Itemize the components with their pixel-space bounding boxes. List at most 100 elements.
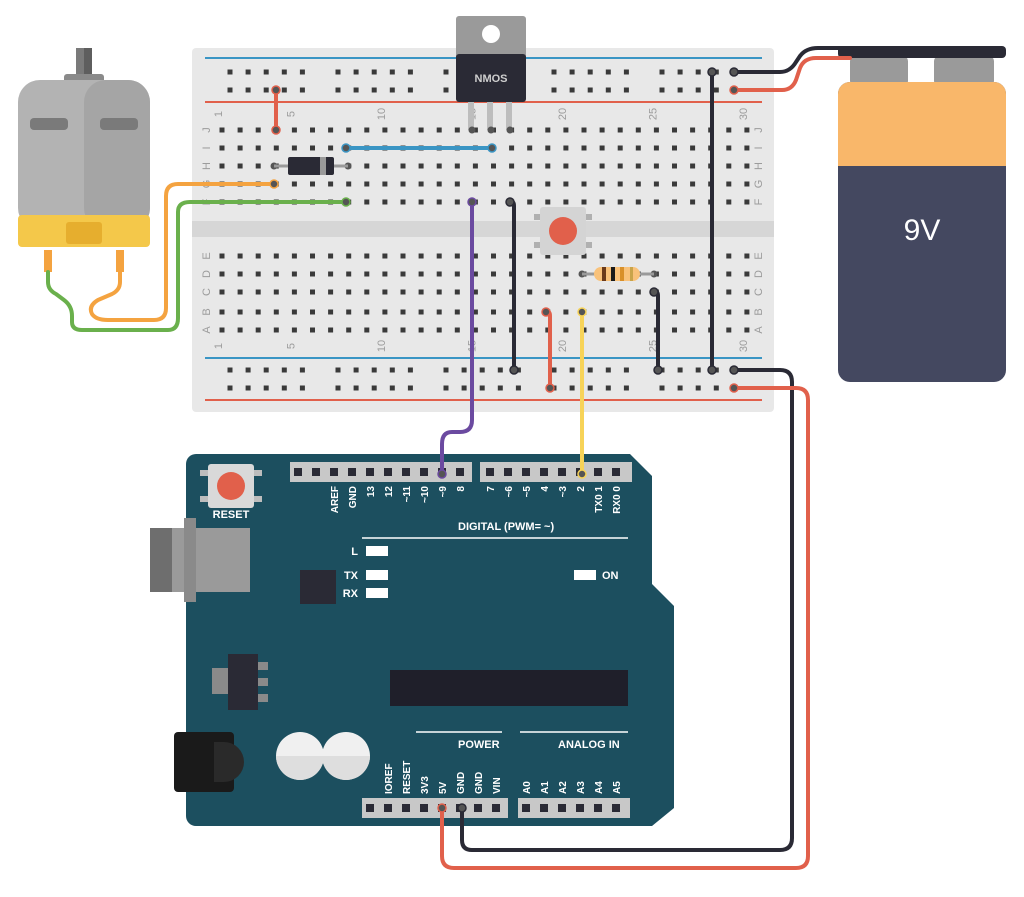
digital-pin-label: ~9 bbox=[438, 486, 449, 498]
breadboard-hole bbox=[690, 127, 696, 133]
diode-body bbox=[288, 157, 334, 175]
header-pin[interactable] bbox=[612, 804, 620, 812]
reset-button[interactable] bbox=[200, 464, 262, 508]
header-pin[interactable] bbox=[576, 804, 584, 812]
power-header bbox=[362, 798, 508, 818]
breadboard-rail-hole bbox=[677, 87, 683, 93]
breadboard-rail-hole bbox=[623, 385, 629, 391]
header-pin[interactable] bbox=[366, 468, 374, 476]
push-button-pin bbox=[534, 214, 540, 220]
breadboard-hole bbox=[491, 253, 496, 259]
header-pin[interactable] bbox=[420, 468, 428, 476]
wire-end bbox=[271, 85, 281, 95]
wire-end bbox=[577, 307, 587, 317]
breadboard-hole bbox=[382, 181, 388, 187]
breadboard-hole bbox=[255, 127, 261, 133]
breadboard-hole bbox=[418, 127, 424, 133]
header-pin[interactable] bbox=[384, 804, 392, 812]
header-pin[interactable] bbox=[594, 468, 602, 476]
breadboard-hole bbox=[491, 309, 496, 315]
breadboard-rail-hole bbox=[245, 385, 251, 391]
resistor-body bbox=[594, 267, 640, 281]
breadboard-rail-hole bbox=[227, 87, 233, 93]
usb-chip bbox=[300, 570, 336, 604]
header-pin[interactable] bbox=[474, 804, 482, 812]
wire-motor-orange bbox=[88, 182, 276, 322]
header-pin[interactable] bbox=[594, 804, 602, 812]
breadboard-hole bbox=[726, 181, 732, 187]
breadboard-hole bbox=[291, 181, 297, 187]
reset-button-cap[interactable] bbox=[217, 472, 245, 500]
breadboard-hole bbox=[328, 309, 334, 315]
breadboard-hole bbox=[726, 145, 732, 151]
header-pin[interactable] bbox=[540, 804, 548, 812]
breadboard-rail-hole bbox=[299, 69, 305, 75]
breadboard-rail-hole bbox=[335, 367, 341, 373]
header-pin[interactable] bbox=[558, 468, 566, 476]
header-pin[interactable] bbox=[366, 804, 374, 812]
header-pin[interactable] bbox=[402, 468, 410, 476]
header-pin[interactable] bbox=[420, 804, 428, 812]
header-pin[interactable] bbox=[348, 468, 356, 476]
breadboard-rail-hole bbox=[245, 87, 251, 93]
header-pin[interactable] bbox=[384, 468, 392, 476]
breadboard-hole bbox=[653, 253, 659, 259]
breadboard-hole bbox=[454, 163, 460, 169]
digital-pin-label: 7 bbox=[486, 486, 497, 492]
header-pin[interactable] bbox=[312, 468, 320, 476]
header-pin[interactable] bbox=[558, 804, 566, 812]
header-pin[interactable] bbox=[330, 468, 338, 476]
mosfet-label: NMOS bbox=[475, 73, 508, 85]
regulator-tab bbox=[212, 668, 228, 694]
push-button-cap[interactable] bbox=[549, 217, 577, 245]
breadboard: 115510101515202025253030JJIIHHGGFFEEDDCC… bbox=[192, 48, 774, 412]
power-pin-label: VIN bbox=[492, 777, 503, 794]
breadboard-rail-hole bbox=[695, 69, 701, 75]
breadboard-hole bbox=[436, 327, 442, 333]
led-label-on: ON bbox=[602, 570, 619, 582]
breadboard-hole bbox=[310, 327, 315, 333]
header-pin[interactable] bbox=[540, 468, 548, 476]
breadboard-labels: 115510101515202025253030JJIIHHGGFFEEDDCC… bbox=[201, 108, 765, 352]
header-pin[interactable] bbox=[456, 468, 464, 476]
breadboard-hole bbox=[472, 309, 478, 315]
breadboard-hole bbox=[581, 181, 587, 187]
header-pin[interactable] bbox=[492, 804, 500, 812]
breadboard-hole bbox=[472, 181, 478, 187]
breadboard-hole bbox=[472, 163, 478, 169]
breadboard-hole bbox=[291, 271, 297, 277]
wire-arduino-5v bbox=[440, 386, 810, 870]
breadboard-hole bbox=[527, 327, 533, 333]
breadboard-hole bbox=[581, 199, 587, 205]
breadboard-hole bbox=[744, 145, 750, 151]
breadboard-rail-hole bbox=[713, 87, 719, 93]
breadboard-hole bbox=[672, 145, 677, 151]
header-pin[interactable] bbox=[294, 468, 302, 476]
row-letter-right: F bbox=[753, 198, 765, 205]
header-pin[interactable] bbox=[486, 468, 494, 476]
breadboard-hole bbox=[472, 327, 478, 333]
breadboard-hole bbox=[726, 253, 732, 259]
header-pin[interactable] bbox=[612, 468, 620, 476]
analog-header bbox=[518, 798, 630, 818]
wire-end bbox=[729, 383, 739, 393]
header-pin[interactable] bbox=[522, 468, 530, 476]
breadboard-hole bbox=[672, 309, 677, 315]
breadboard-rail-hole bbox=[605, 385, 611, 391]
push-button[interactable] bbox=[534, 207, 592, 255]
breadboard-rail-hole bbox=[587, 385, 593, 391]
breadboard-rail-hole bbox=[479, 385, 485, 391]
breadboard-hole bbox=[310, 181, 315, 187]
header-pin[interactable] bbox=[504, 468, 512, 476]
header-pin[interactable] bbox=[522, 804, 530, 812]
digital-pin-label: ~10 bbox=[420, 486, 431, 503]
breadboard-rail-hole bbox=[569, 367, 575, 373]
breadboard-hole bbox=[472, 271, 478, 277]
header-pin[interactable] bbox=[402, 804, 410, 812]
breadboard-hole bbox=[744, 327, 750, 333]
reset-button-pin bbox=[254, 470, 262, 476]
resistor bbox=[582, 267, 654, 281]
breadboard-hole bbox=[744, 253, 750, 259]
breadboard-hole bbox=[418, 271, 424, 277]
breadboard-hole bbox=[599, 127, 605, 133]
